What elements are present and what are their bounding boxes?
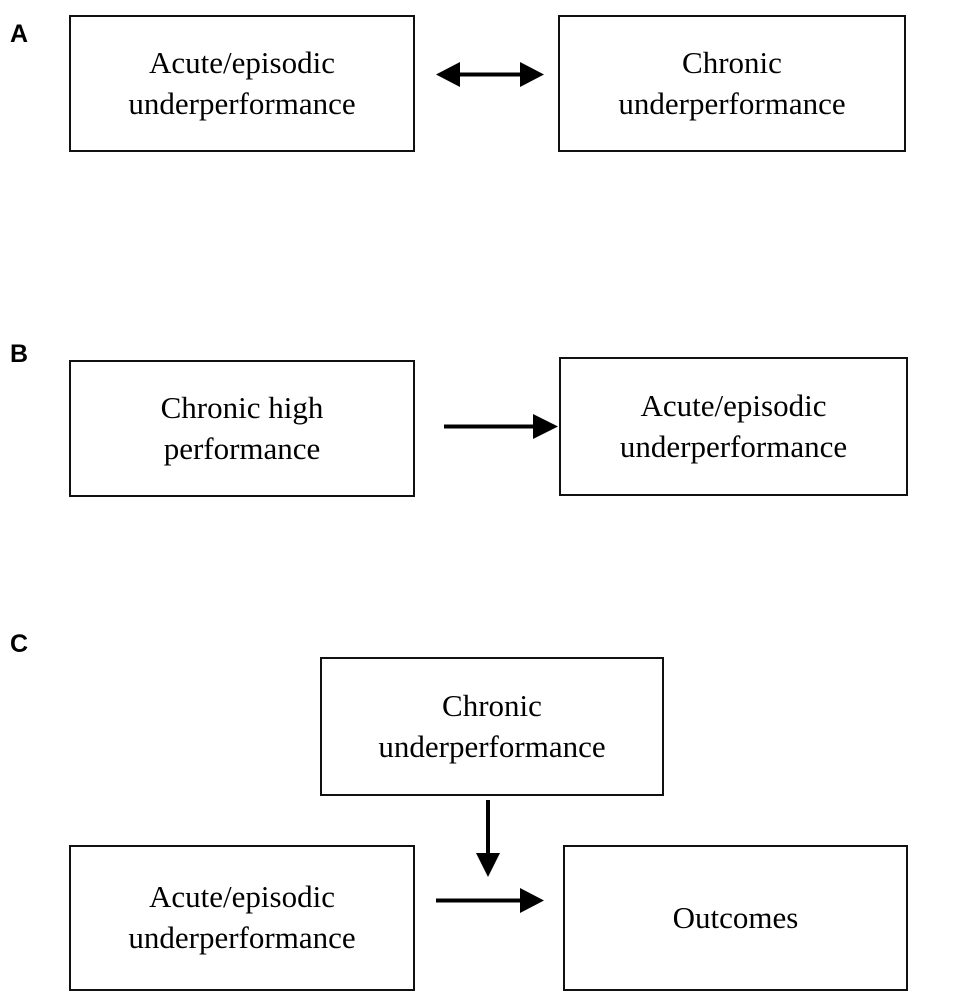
node-label-acute-episodic-underperformance-c: Acute/episodic underperformance [128, 879, 356, 955]
connector-moderator-arrow-c [476, 800, 500, 877]
node-label-chronic-underperformance-a: Chronic underperformance [618, 44, 846, 121]
connector-bidirectional-arrow-a [436, 62, 544, 87]
node-box-chronic-underperformance-c: Chronic underperformance [320, 657, 664, 796]
node-label-outcomes-c: Outcomes [672, 899, 799, 935]
panel-label-a: A [10, 20, 29, 48]
node-label-acute-episodic-underperformance-b: Acute/episodic underperformance [619, 387, 848, 464]
panel-label-b: B [10, 340, 29, 368]
node-box-outcomes-c: Outcomes [563, 845, 908, 991]
node-box-acute-episodic-underperformance-b: Acute/episodic underperformance [559, 357, 908, 496]
node-box-chronic-underperformance-a: Chronic underperformance [558, 15, 906, 152]
node-label-chronic-high-performance-b: Chronic high performance [160, 389, 324, 466]
node-box-chronic-high-performance-b: Chronic high performance [69, 360, 415, 497]
connector-causal-arrow-b [444, 414, 558, 439]
node-label-acute-episodic-underperformance-a: Acute/episodic underperformance [128, 44, 356, 121]
node-box-acute-episodic-underperformance-a: Acute/episodic underperformance [69, 15, 415, 152]
node-label-chronic-underperformance-c: Chronic underperformance [378, 687, 606, 764]
node-box-acute-episodic-underperformance-c: Acute/episodic underperformance [69, 845, 415, 991]
panel-label-c: C [10, 630, 29, 658]
connector-causal-arrow-c [436, 888, 544, 913]
